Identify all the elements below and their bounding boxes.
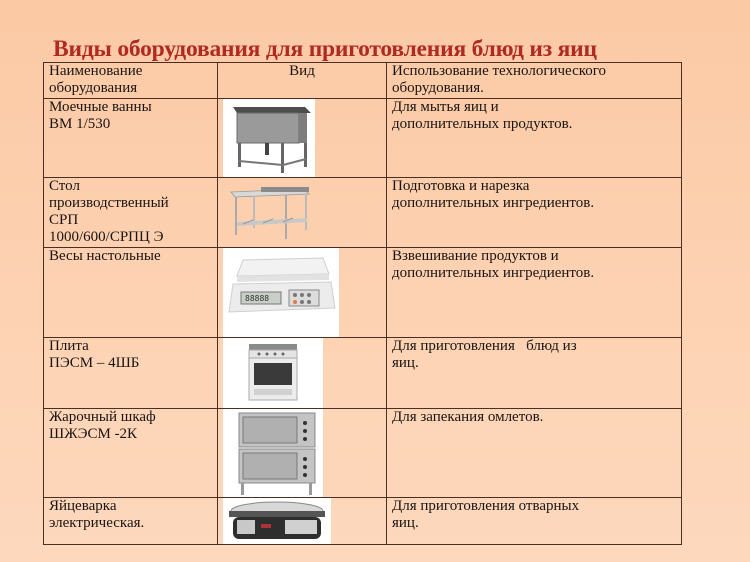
header-name: Наименование оборудования xyxy=(43,62,218,99)
equipment-usage: Для мытья яиц и дополнительных продуктов… xyxy=(386,98,682,178)
table-header-row: Наименование оборудования Вид Использова… xyxy=(43,62,682,99)
baking-oven-image xyxy=(223,409,323,497)
equipment-image-cell xyxy=(217,337,387,409)
equipment-name: Жарочный шкаф ШЖЭСМ -2К xyxy=(43,408,218,498)
production-table-image xyxy=(223,184,313,244)
equipment-name: Моечные ванны ВМ 1/530 xyxy=(43,98,218,178)
equipment-name: Плита ПЭСМ – 4ШБ xyxy=(43,337,218,409)
table-scales-image: 88888 xyxy=(223,248,339,337)
equipment-image-cell xyxy=(217,408,387,498)
table-row: Жарочный шкаф ШЖЭСМ -2К Для запекания ом… xyxy=(43,408,682,498)
table-row: Яйцеварка электрическая. Для приготовлен… xyxy=(43,497,682,545)
equipment-usage: Для приготовления отварных яиц. xyxy=(386,497,682,545)
equipment-usage: Взвешивание продуктов и дополнительных и… xyxy=(386,247,682,338)
egg-cooker-image xyxy=(223,498,331,544)
table-row: Моечные ванны ВМ 1/530 Для мытья яиц xyxy=(43,98,682,178)
table-row: Стол производственный СРП 1000/600/СРПЦ … xyxy=(43,177,682,248)
equipment-image-cell xyxy=(217,497,387,545)
header-usage: Использование технологического оборудова… xyxy=(386,62,682,99)
equipment-name: Яйцеварка электрическая. xyxy=(43,497,218,545)
svg-text:88888: 88888 xyxy=(245,294,269,303)
equipment-image-cell: 88888 xyxy=(217,247,387,338)
equipment-usage: Подготовка и нарезка дополнительных ингр… xyxy=(386,177,682,248)
page-title: Виды оборудования для приготовления блюд… xyxy=(53,36,597,62)
table-row: Весы настольные 88888 Взвешивание продук… xyxy=(43,247,682,338)
equipment-name: Стол производственный СРП 1000/600/СРПЦ … xyxy=(43,177,218,248)
equipment-image-cell xyxy=(217,177,387,248)
equipment-table: Наименование оборудования Вид Использова… xyxy=(43,62,682,545)
equipment-name: Весы настольные xyxy=(43,247,218,338)
washing-sink-image xyxy=(223,99,315,177)
table-row: Плита ПЭСМ – 4ШБ Для приготовления блюд … xyxy=(43,337,682,409)
equipment-usage: Для приготовления блюд из яиц. xyxy=(386,337,682,409)
equipment-image-cell xyxy=(217,98,387,178)
equipment-usage: Для запекания омлетов. xyxy=(386,408,682,498)
header-view: Вид xyxy=(217,62,387,99)
electric-stove-image xyxy=(223,338,323,408)
